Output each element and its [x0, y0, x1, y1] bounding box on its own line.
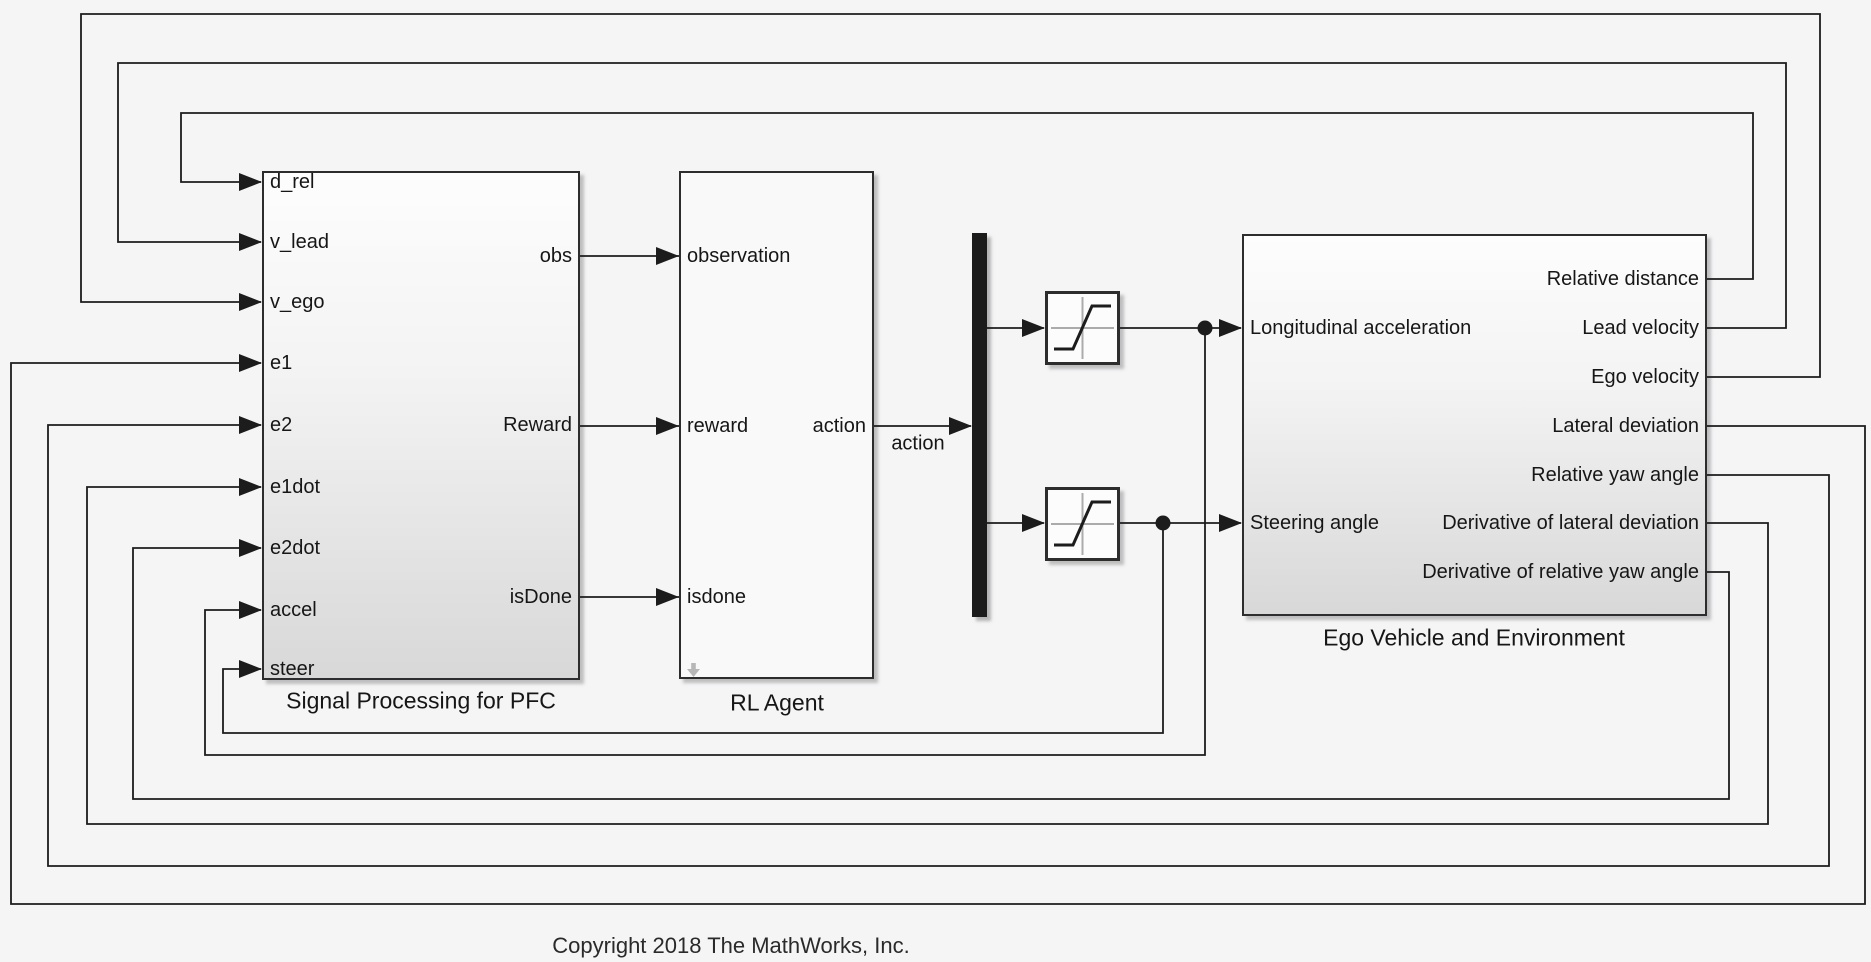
arrowhead-isdone — [656, 588, 679, 606]
junction-dot-steer — [1155, 515, 1171, 531]
saturation-icon — [1051, 297, 1114, 359]
port-observation: observation — [687, 245, 791, 267]
wire-label-action: action — [891, 432, 945, 455]
arrowhead-e1dot — [239, 478, 262, 496]
arrowhead-steering-angle — [1219, 514, 1242, 532]
arrowhead-long-accel — [1219, 319, 1242, 337]
port-relative-yaw-angle: Relative yaw angle — [1531, 464, 1699, 486]
block-label-ego-vehicle: Ego Vehicle and Environment — [1323, 624, 1625, 651]
arrowhead-sat-upper — [1022, 319, 1045, 337]
arrowhead-e2 — [239, 416, 262, 434]
arrowhead-e2dot — [239, 539, 262, 557]
port-ego-velocity: Ego velocity — [1591, 366, 1699, 388]
port-isdone-in: isdone — [687, 586, 746, 608]
block-label-signal-processing: Signal Processing for PFC — [286, 687, 556, 714]
port-isdone-out: isDone — [509, 586, 572, 608]
junction-dot-accel — [1197, 320, 1213, 336]
port-e2dot: e2dot — [270, 537, 321, 559]
block-saturation-lower[interactable] — [1045, 487, 1120, 561]
port-v-lead: v_lead — [270, 231, 329, 253]
arrowhead-reward — [656, 417, 679, 435]
arrowhead-v-ego — [239, 293, 262, 311]
port-e2: e2 — [270, 414, 293, 436]
down-arrow-icon — [687, 663, 700, 677]
port-action-out: action — [812, 415, 866, 437]
demux-block[interactable] — [972, 233, 987, 617]
port-lateral-deviation: Lateral deviation — [1552, 415, 1699, 437]
port-longitudinal-acceleration: Longitudinal acceleration — [1250, 317, 1472, 339]
port-relative-distance: Relative distance — [1546, 268, 1699, 290]
arrowhead-observation — [656, 247, 679, 265]
block-label-rl-agent: RL Agent — [730, 689, 824, 716]
port-deriv-relative-yaw-angle: Derivative of relative yaw angle — [1422, 561, 1699, 583]
port-accel: accel — [270, 599, 317, 621]
port-deriv-lateral-deviation: Derivative of lateral deviation — [1442, 512, 1699, 534]
block-saturation-upper[interactable] — [1045, 291, 1120, 365]
port-v-ego: v_ego — [270, 291, 325, 313]
port-reward-in: reward — [687, 415, 749, 437]
copyright-note: Copyright 2018 The MathWorks, Inc. — [552, 933, 910, 958]
port-e1: e1 — [270, 352, 293, 374]
saturation-icon — [1051, 493, 1114, 555]
port-obs: obs — [539, 245, 572, 267]
port-reward-out: Reward — [503, 414, 572, 436]
port-lead-velocity: Lead velocity — [1582, 317, 1699, 339]
arrowhead-sat-lower — [1022, 514, 1045, 532]
arrowhead-d-rel — [239, 173, 262, 191]
arrowhead-e1 — [239, 354, 262, 372]
arrowhead-accel — [239, 601, 262, 619]
port-steering-angle: Steering angle — [1250, 512, 1379, 534]
port-steer: steer — [270, 658, 315, 680]
arrowhead-action — [949, 417, 972, 435]
arrowhead-steer — [239, 660, 262, 678]
arrowhead-v-lead — [239, 233, 262, 251]
port-d-rel: d_rel — [270, 171, 315, 193]
port-e1dot: e1dot — [270, 476, 321, 498]
